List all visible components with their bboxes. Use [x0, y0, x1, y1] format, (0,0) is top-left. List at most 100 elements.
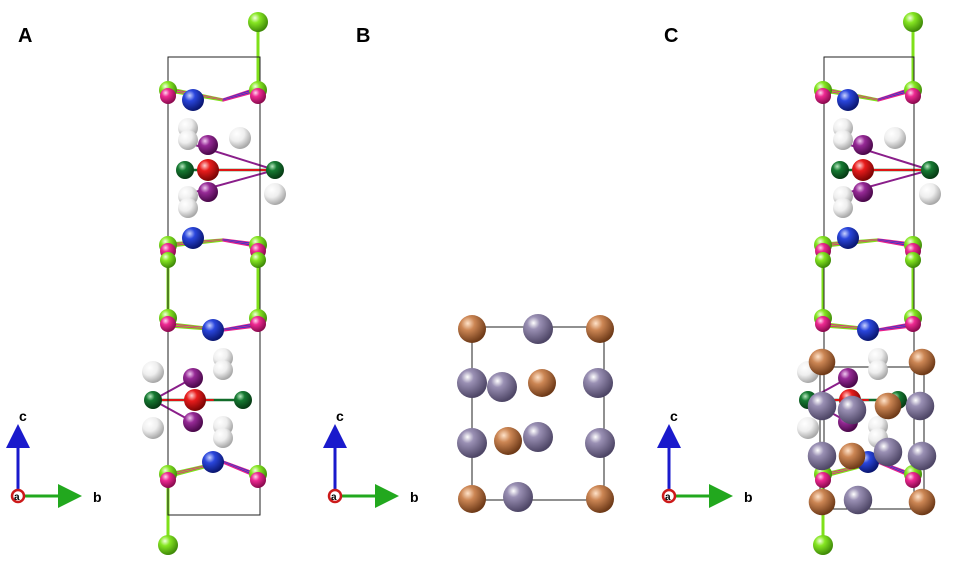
blue-atom: [857, 319, 879, 341]
copper-atom: [808, 348, 836, 376]
a-axis-label: a: [665, 492, 671, 503]
unit-cell-b: [471, 326, 605, 501]
white-atom: [833, 130, 853, 150]
copper-atom: [494, 427, 522, 455]
lavender-atom: [503, 482, 533, 512]
lavender-atom: [907, 441, 937, 471]
magenta-atom: [905, 472, 921, 488]
c-axis-label: c: [19, 408, 27, 424]
bond: [222, 326, 257, 332]
magenta-atom: [160, 472, 176, 488]
purple-atom: [183, 368, 203, 388]
purple-atom: [853, 182, 873, 202]
white-atom: [142, 361, 164, 383]
panel-label-b: B: [356, 25, 371, 47]
panel-label-a: A: [18, 25, 33, 47]
blue-atom: [837, 89, 859, 111]
copper-atom: [874, 392, 902, 420]
lavender-atom: [905, 391, 935, 421]
purple-atom: [853, 135, 873, 155]
green-atom: [234, 391, 252, 409]
lavender-atom: [457, 428, 487, 458]
purple-atom: [198, 182, 218, 202]
lavender-atom: [837, 395, 867, 425]
lavender-atom: [457, 368, 487, 398]
magenta-atom: [250, 316, 266, 332]
white-atom: [264, 183, 286, 205]
b-axis-label: b: [410, 489, 419, 505]
lavender-atom: [487, 372, 517, 402]
purple-atom: [183, 412, 203, 432]
copper-atom: [458, 315, 486, 343]
lime-atom: [250, 252, 266, 268]
a-axis-marker: [661, 488, 677, 504]
a-axis-marker: [10, 488, 26, 504]
blue-atom: [202, 451, 224, 473]
copper-atom: [908, 488, 936, 516]
white-atom: [919, 183, 941, 205]
red-atom: [184, 389, 206, 411]
white-atom: [797, 417, 819, 439]
copper-atom: [458, 485, 486, 513]
lime-atom: [905, 252, 921, 268]
copper-atom: [838, 442, 866, 470]
white-atom: [868, 360, 888, 380]
b-axis-label: b: [744, 489, 753, 505]
lavender-atom: [585, 428, 615, 458]
lavender-atom: [523, 422, 553, 452]
red-atom: [852, 159, 874, 181]
lavender-atom: [583, 368, 613, 398]
magenta-atom: [250, 88, 266, 104]
lime-atom: [160, 252, 176, 268]
lavender-atom: [843, 485, 873, 515]
green-atom: [176, 161, 194, 179]
copper-atom: [586, 315, 614, 343]
bond: [877, 326, 912, 332]
unit-cell-a: [167, 56, 261, 516]
lavender-atom: [807, 391, 837, 421]
lime-atom: [813, 535, 833, 555]
a-axis-label: a: [14, 492, 20, 503]
magenta-atom: [815, 88, 831, 104]
white-atom: [213, 428, 233, 448]
panel-label-c: C: [664, 25, 679, 47]
green-atom: [266, 161, 284, 179]
copper-atom: [908, 348, 936, 376]
a-axis-marker: [327, 488, 343, 504]
b-axis-label: b: [93, 489, 102, 505]
c-axis-label: c: [670, 408, 678, 424]
magenta-atom: [815, 472, 831, 488]
white-atom: [178, 130, 198, 150]
lavender-atom: [523, 314, 553, 344]
white-atom: [213, 360, 233, 380]
green-atom: [831, 161, 849, 179]
white-atom: [884, 127, 906, 149]
blue-atom: [182, 227, 204, 249]
magenta-atom: [250, 472, 266, 488]
white-atom: [142, 417, 164, 439]
magenta-atom: [905, 88, 921, 104]
white-atom: [833, 198, 853, 218]
green-atom: [921, 161, 939, 179]
lime-atom: [158, 535, 178, 555]
green-atom: [144, 391, 162, 409]
white-atom: [229, 127, 251, 149]
magenta-atom: [160, 88, 176, 104]
purple-atom: [838, 368, 858, 388]
white-atom: [178, 198, 198, 218]
blue-atom: [837, 227, 859, 249]
magenta-atom: [815, 316, 831, 332]
magenta-atom: [160, 316, 176, 332]
red-atom: [197, 159, 219, 181]
lavender-atom: [807, 441, 837, 471]
copper-atom: [808, 488, 836, 516]
purple-atom: [198, 135, 218, 155]
copper-atom: [586, 485, 614, 513]
c-axis-label: c: [336, 408, 344, 424]
magenta-atom: [905, 316, 921, 332]
lime-atom: [248, 12, 268, 32]
lime-atom: [903, 12, 923, 32]
a-axis-label: a: [331, 492, 337, 503]
blue-atom: [182, 89, 204, 111]
